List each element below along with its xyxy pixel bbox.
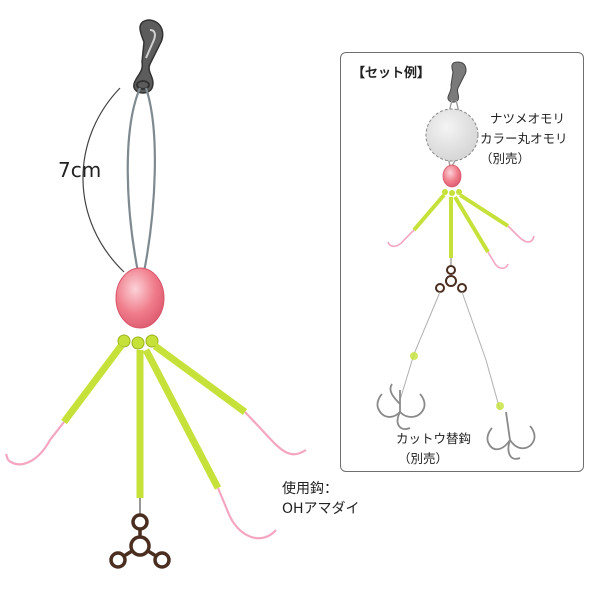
- spare-hook-label-line2: （別売）: [398, 451, 449, 466]
- set-example-title: 【セット例】: [352, 66, 431, 81]
- hook-label-line1: 使用鈎：: [282, 481, 338, 497]
- green-beads: [117, 334, 159, 350]
- set-pink-bead: [442, 164, 462, 188]
- sinker-label-line3: （別売）: [480, 151, 531, 166]
- set-example-box: [340, 52, 584, 472]
- spare-treble-hook-left: [376, 383, 426, 430]
- sinker-label-line2: カラー丸オモリ: [480, 131, 568, 146]
- pink-bead: [115, 267, 165, 329]
- spare-hook-label-line1: カットウ替鈎: [396, 431, 472, 446]
- hook-label-line2: OHアマダイ: [282, 501, 360, 517]
- set-green-beads: [442, 189, 462, 196]
- set-arm-tubes: [412, 193, 510, 258]
- spare-bead-left: [410, 352, 418, 360]
- arm-tubes: [61, 343, 248, 498]
- set-hooks: [387, 225, 535, 270]
- spare-treble-hook-right: [486, 411, 536, 460]
- length-measure-arc: [82, 87, 125, 273]
- set-tri-ring-swivel: [435, 265, 467, 293]
- set-sinker: [425, 108, 479, 162]
- length-label: 7cm: [58, 158, 102, 182]
- tri-ring-swivel: [109, 513, 171, 569]
- spare-bead-right: [496, 402, 504, 410]
- hooks: [4, 411, 307, 540]
- leader-line: [126, 87, 156, 273]
- sinker-label-line1: ナツメオモリ: [490, 111, 566, 126]
- snap-swivel: [133, 19, 164, 94]
